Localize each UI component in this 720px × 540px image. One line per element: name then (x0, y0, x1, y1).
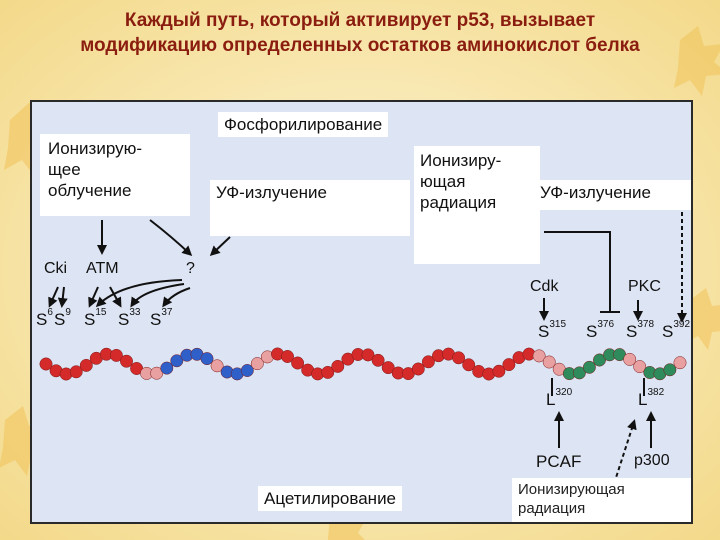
amino-acid-bead (120, 355, 132, 367)
stimulus-uv-left: УФ-излучение (210, 180, 410, 236)
site-s392: S392 (662, 322, 690, 342)
stimulus-ionizing-radiation-mid: Ионизиру- ющая радиация (414, 146, 540, 264)
amino-acid-bead (332, 360, 344, 372)
kinase-atm: ATM (86, 260, 119, 278)
site-s33: S33 (118, 310, 140, 330)
site-s9: S9 (54, 310, 71, 330)
site-s315: S315 (538, 322, 566, 342)
arrow-cki-to-s6 (50, 287, 58, 305)
arrow-unknown-to-s37 (164, 288, 190, 305)
site-s378: S378 (626, 322, 654, 342)
arrow-atm-to-s15 (90, 287, 98, 305)
kinase-p300: p300 (634, 452, 670, 470)
title-line-2: модификацию определенных остатков аминок… (0, 33, 720, 58)
site-s15: S15 (84, 310, 106, 330)
acetylation-label: Ацетилирование (258, 486, 402, 511)
arrow-cki-to-s9 (62, 287, 64, 305)
title-line-1: Каждый путь, который активирует p53, выз… (0, 8, 720, 33)
kinase-cdk: Cdk (530, 278, 558, 296)
slide-title: Каждый путь, который активирует p53, выз… (0, 8, 720, 58)
kinase-pcaf: PCAF (536, 452, 581, 472)
kinase-cki: Cki (44, 260, 67, 278)
amino-acid-bead (674, 357, 686, 369)
stimulus-uv-right: УФ-излучение (534, 180, 692, 210)
site-l382: L382 (638, 390, 664, 410)
stimulus-ionizing-irradiation: Ионизирую- щее облучение (40, 134, 190, 216)
amino-acid-bead (583, 361, 595, 373)
site-s6: S6 (36, 310, 53, 330)
inhibition-ir-to-s376 (544, 232, 610, 312)
amino-acid-bead (372, 354, 384, 366)
p53-modification-diagram: Фосфорилирование Ионизирую- щее облучени… (30, 100, 693, 524)
arrow-unknown-to-s15 (98, 280, 182, 305)
site-s37: S37 (150, 310, 172, 330)
kinase-pkc: PKC (628, 278, 661, 296)
site-l320: L320 (546, 390, 572, 410)
p53-amino-acid-chain (40, 348, 686, 380)
arrow-ir-to-unknown (150, 220, 190, 254)
stimulus-ionizing-radiation-bottom: Ионизирующая радиация (512, 478, 693, 524)
kinase-unknown: ? (186, 260, 195, 278)
phosphorylation-label: Фосфорилирование (218, 112, 388, 137)
arrow-uv-to-unknown (212, 237, 230, 254)
site-s376: S376 (586, 322, 614, 342)
